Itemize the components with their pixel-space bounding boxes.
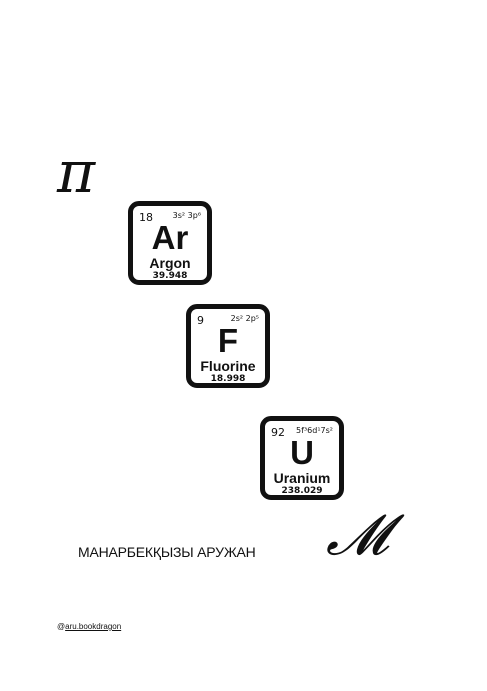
atomic-number: 18 [139, 211, 153, 224]
element-symbol: Ar [151, 219, 189, 256]
m-glyph: 𝓜 [326, 503, 389, 568]
pi-glyph: π [57, 138, 95, 206]
electron-configuration: 3s² 3p⁶ [172, 211, 201, 220]
atomic-mass: 238.029 [281, 486, 323, 496]
element-name: Uranium [273, 470, 331, 486]
electron-configuration: 5f³6d¹7s² [296, 426, 333, 435]
element-tile-fluorine: 9 2s² 2p⁵ F Fluorine 18.998 [186, 304, 270, 388]
atomic-number: 92 [271, 426, 285, 439]
element-symbol: U [290, 434, 314, 471]
atomic-mass: 39.948 [152, 271, 188, 281]
author-name: МАНАРБЕКҚЫЗЫ АРУЖАН [78, 544, 256, 560]
element-symbol: F [217, 322, 239, 359]
element-tile-argon: 18 3s² 3p⁶ Ar Argon 39.948 [128, 201, 212, 285]
element-name: Fluorine [200, 358, 256, 374]
credit-at-sign: @ [57, 622, 66, 631]
atomic-number: 9 [197, 314, 204, 327]
credit-line: @aru.bookdragon [57, 622, 121, 631]
instagram-handle-link[interactable]: aru.bookdragon [65, 622, 122, 631]
atomic-mass: 18.998 [210, 374, 246, 384]
electron-configuration: 2s² 2p⁵ [230, 314, 259, 323]
element-name: Argon [149, 255, 191, 271]
element-tile-uranium: 92 5f³6d¹7s² U Uranium 238.029 [260, 416, 344, 500]
